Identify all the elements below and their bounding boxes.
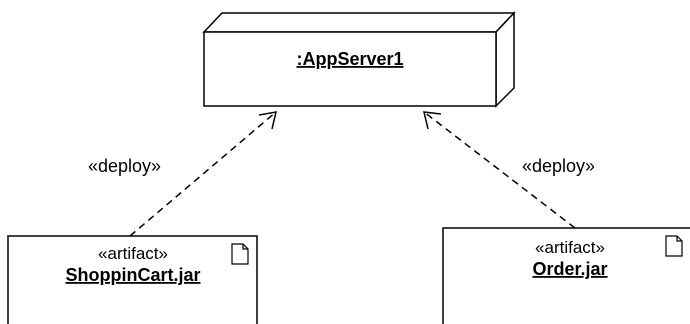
artifact-name: Order.jar [532,259,607,279]
arrowhead-icon [423,111,442,130]
artifact-box [442,227,690,324]
deploy-dependency-order[interactable]: «deploy» [423,111,595,229]
artifact-box [7,235,258,324]
node-name: :AppServer1 [296,49,403,69]
artifact-name: ShoppinCart.jar [65,265,200,285]
dependency-stereotype: «deploy» [522,156,595,176]
node-appserver1[interactable]: :AppServer1 [202,11,516,108]
dependency-stereotype: «deploy» [88,156,161,176]
deploy-dependency-shoppincart[interactable]: «deploy» [88,111,277,237]
arrowhead-icon [258,111,277,130]
artifact-stereotype: «artifact» [98,244,168,263]
artifact-shoppincart[interactable]: «artifact» ShoppinCart.jar [7,235,258,324]
dependency-line [423,111,576,229]
artifact-order[interactable]: «artifact» Order.jar [442,227,690,324]
artifact-stereotype: «artifact» [535,238,605,257]
node-top-face [202,12,516,33]
node-front-face [203,31,497,107]
document-icon [665,235,683,257]
document-icon [231,243,249,265]
dependency-line [129,111,277,237]
